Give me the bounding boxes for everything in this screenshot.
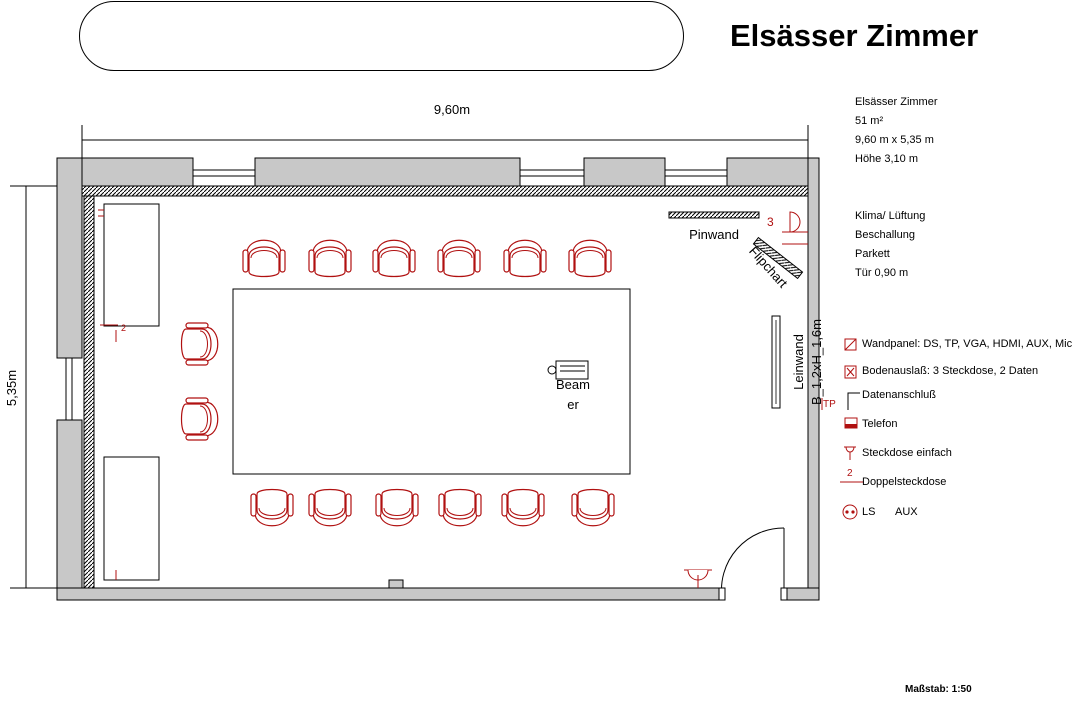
chair [438,488,482,527]
tp-label: TP [823,399,836,410]
leinwand-size-label: B_1,2xH_1,6m [809,319,824,405]
title-placeholder-box [79,1,684,71]
side-table-bottom [103,456,160,581]
info-height: Höhe 3,10 m [855,153,918,165]
chairs-left [180,322,219,441]
chair [375,488,419,527]
side-table-top [103,203,160,327]
bottom-outlet-icon [684,569,712,588]
floor-plan: 9,60m 5,35m [4,102,836,601]
feature-door: Tür 0,90 m [855,267,909,279]
legend-label-speaker: LS [862,506,876,518]
flipchart [752,236,804,280]
info-dimensions: 9,60 m x 5,35 m [855,134,934,146]
pinwand-label: Pinwand [689,227,739,242]
legend-label-floor-outlet: Bodenauslaß: 3 Steckdose, 2 Daten [862,365,1039,377]
chair [568,239,612,278]
feature-sound: Beschallung [855,229,915,241]
depth-label: 5,35m [4,370,19,406]
double-socket-icon [100,324,118,342]
chair [571,488,615,527]
legend-label-data: Datenanschluß [862,389,936,401]
double-socket-number: 2 [847,468,853,479]
chair [250,488,294,527]
windows [65,169,728,421]
legend-label-wall-panel: Wandpanel: DS, TP, VGA, HDMI, AUX, Mic [862,338,1073,350]
walls [56,157,820,601]
beamer-icon [547,360,589,380]
chairs-bottom-row [250,488,615,527]
wall-panel-icon [782,211,808,245]
inner-wall-insulation [81,185,809,589]
chair [180,322,219,366]
pinwand [668,211,760,219]
floor-outlet-icon [844,365,857,379]
chair [242,239,286,278]
conference-table [232,288,631,475]
chairs-top-row [242,239,612,278]
chair [308,239,352,278]
info-area: 51 m² [855,115,884,127]
feature-climate: Klima/ Lüftung [855,210,926,222]
legend-icons: 2 [840,338,864,520]
speaker-icon [842,504,858,520]
page-title: Elsässer Zimmer [730,18,979,53]
beamer-label-1: Beam [556,377,590,392]
chair [437,239,481,278]
chair [308,488,352,527]
outlet-count-3: 3 [767,215,774,229]
info-name: Elsässer Zimmer [855,96,938,108]
data-connection-icon [98,209,104,217]
feature-floor: Parkett [855,248,890,260]
depth-dimension: 5,35m [4,185,82,589]
wall-panel-icon [844,338,857,351]
left-outlet-count: 2 [121,323,126,333]
legend-label-double-socket: Doppelsteckdose [862,476,947,488]
data-connection-icon [847,392,860,410]
single-socket-icon [844,446,856,460]
chair [180,397,219,441]
leinwand-label: Leinwand [791,334,806,390]
chair [503,239,547,278]
chair [372,239,416,278]
legend-label-single-socket: Steckdose einfach [862,447,952,459]
width-label: 9,60m [434,102,470,117]
chair [501,488,545,527]
legend-label-telephone: Telefon [862,418,898,430]
door [718,527,788,601]
scale-label: Maßstab: 1:50 [905,684,972,695]
beamer-label-2: er [567,397,579,412]
legend-label-aux: AUX [895,506,918,518]
telephone-icon [844,417,858,429]
